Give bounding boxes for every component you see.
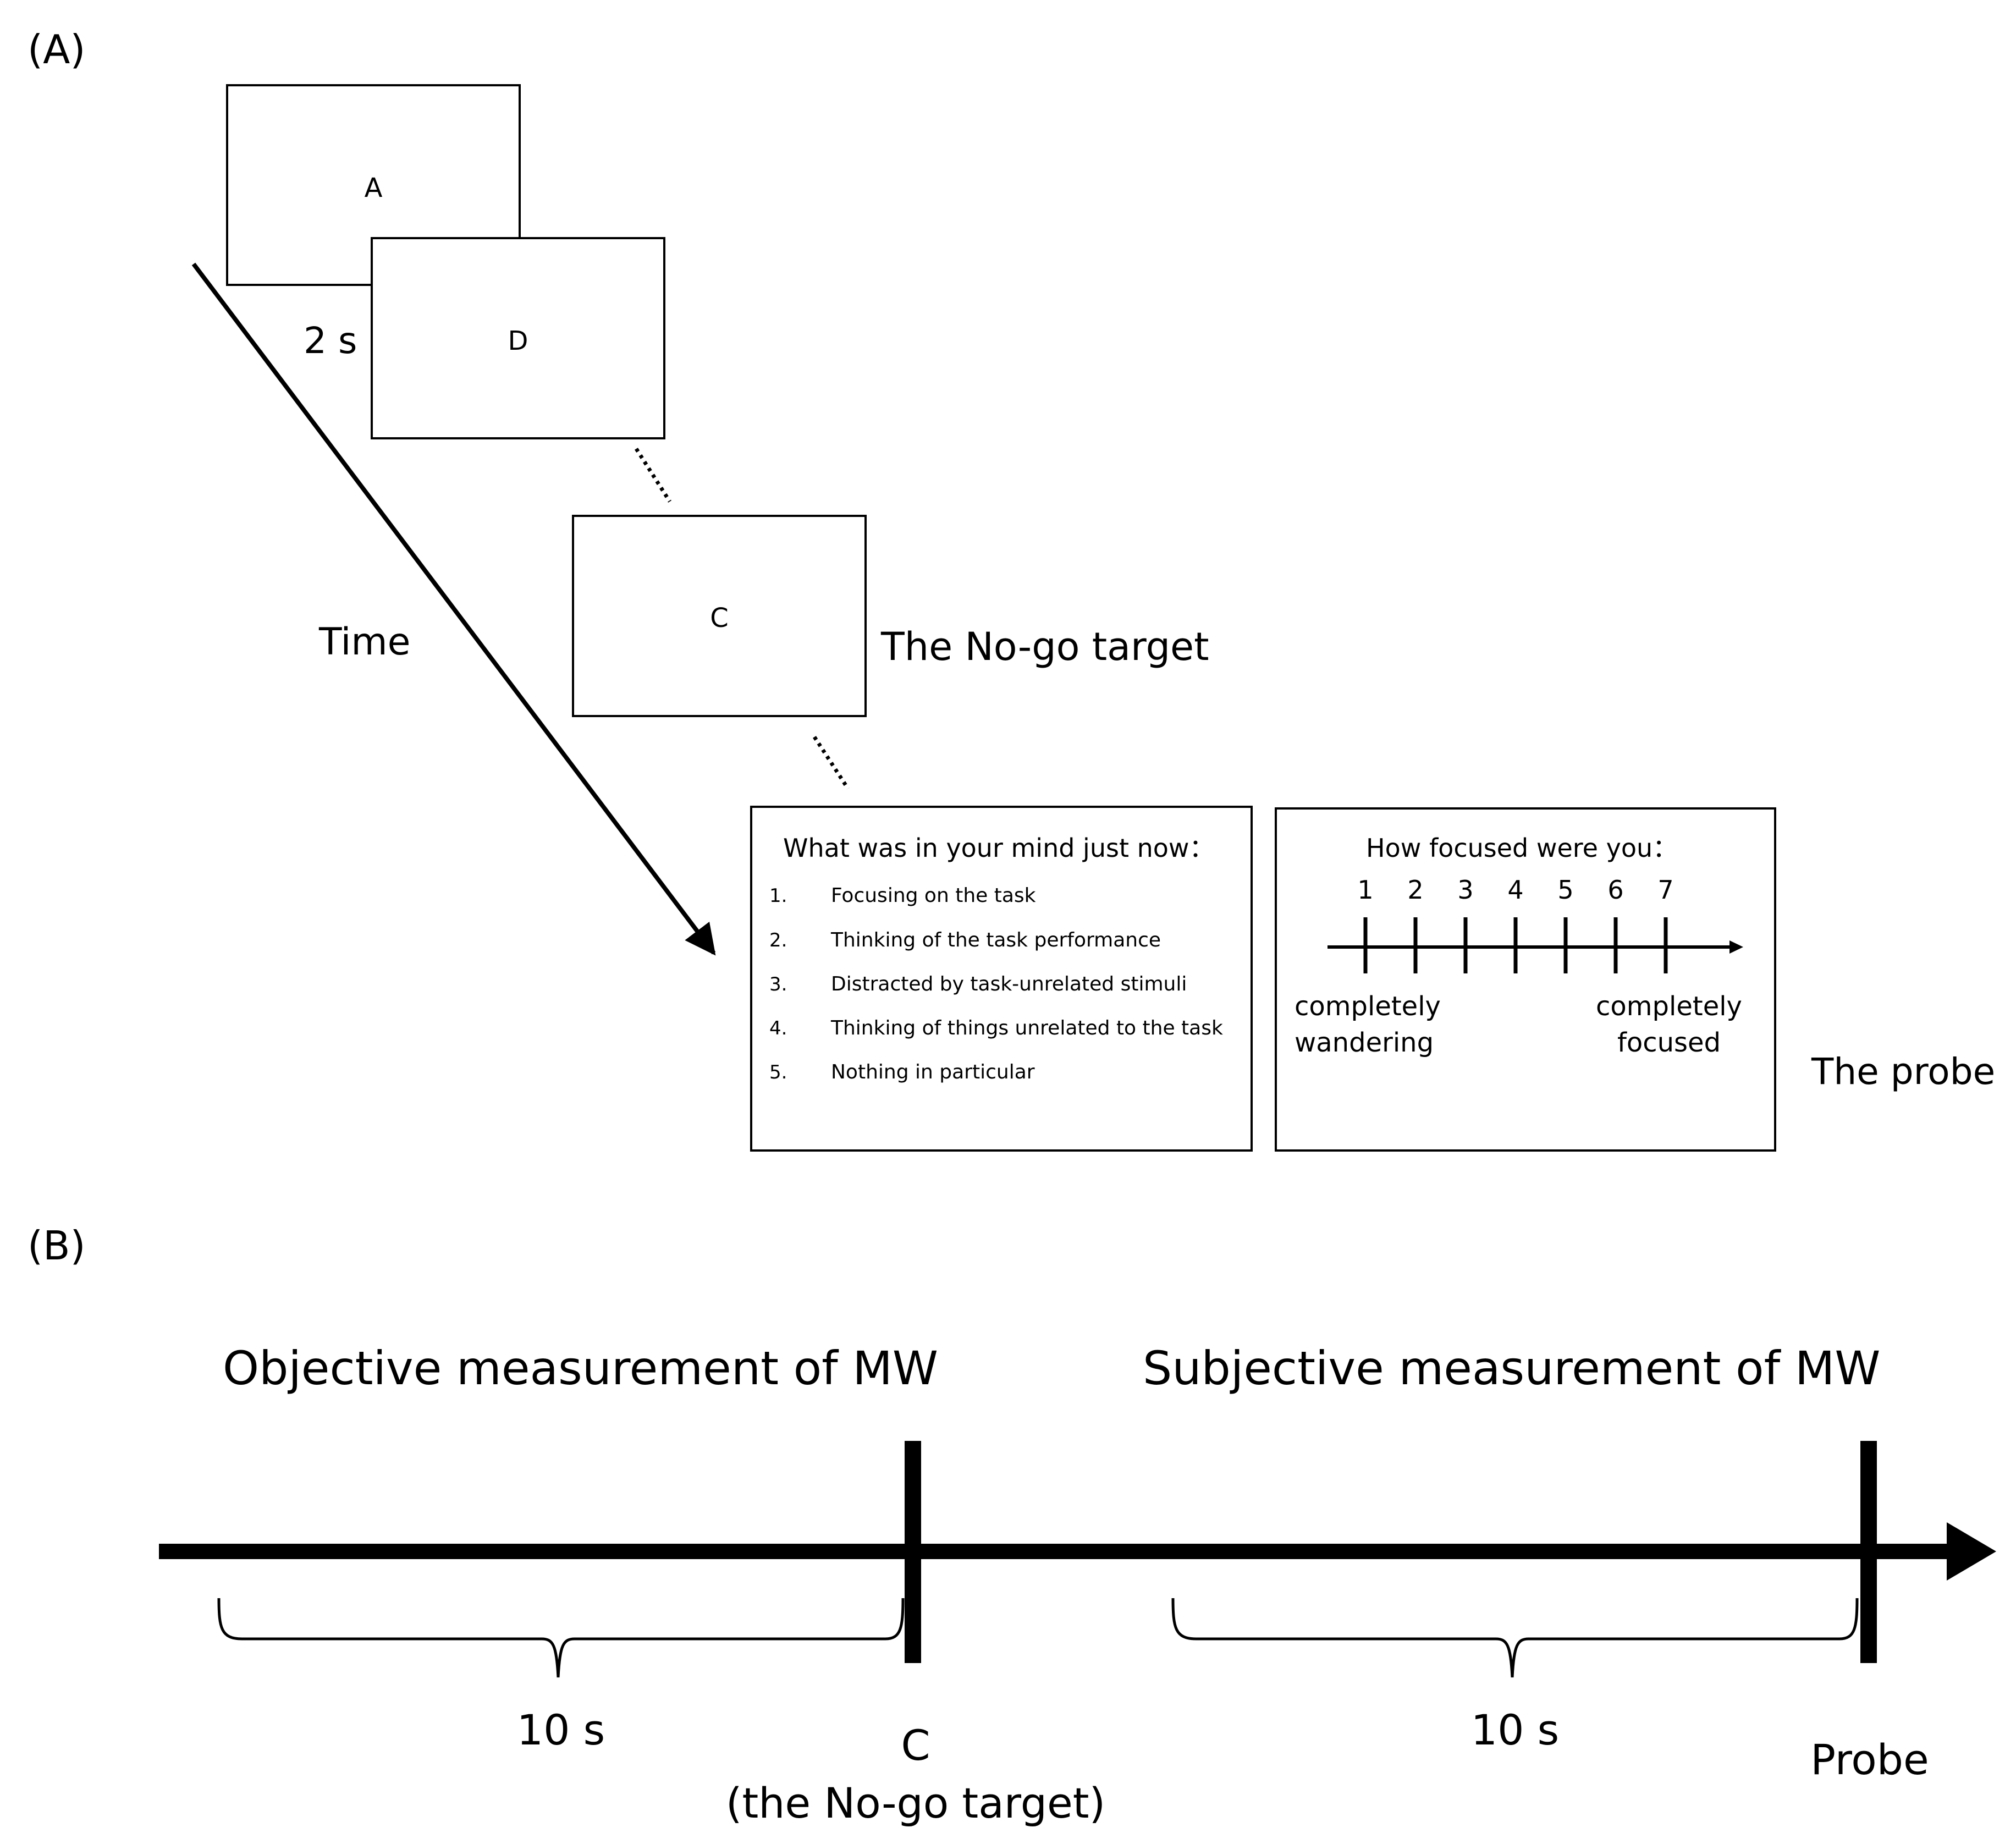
panel-a-label: (A) [27,26,85,73]
scale-number: 4 [1507,875,1523,905]
timeline-arrowhead [1947,1522,1996,1581]
interval-left-label: 10 s [517,1705,605,1754]
ellipsis-dots-lower [813,736,850,790]
scale-high-anchor-line2: focused [1617,1027,1721,1058]
probe-option-text: Focusing on the task [831,884,1036,907]
probe-marker-bar [1860,1441,1877,1663]
nogo-target-caption: The No-go target [880,624,1209,669]
nogo-marker-bar [905,1441,921,1663]
nogo-marker-sublabel: (the No-go target) [726,1779,1105,1828]
interval-right-label: 10 s [1471,1705,1559,1754]
stimulus-box-d [371,237,665,439]
scale-arrowhead [1729,940,1743,954]
panel-b-label: (B) [27,1223,86,1269]
stimulus-letter-a: A [365,173,383,203]
probe-option-number: 3. [769,973,787,995]
probe-option-text: Distracted by task-unrelated stimuli [831,973,1187,995]
probe-option-number: 5. [769,1061,787,1083]
probe-marker-label: Probe [1810,1735,1929,1784]
scale-low-anchor-line2: wandering [1295,1027,1434,1058]
time-arrow [191,262,716,956]
scale-number: 2 [1407,875,1423,905]
probe-option-number: 4. [769,1017,787,1039]
ellipsis-dots-upper [635,448,671,503]
duration-label: 2 s [304,320,357,362]
stimulus-box-c [572,515,867,717]
probe-option-text: Thinking of things unrelated to the task [830,1017,1223,1039]
stimulus-letter-d: D [508,326,528,356]
scale-number: 3 [1457,875,1473,905]
scale-low-anchor-line1: completely [1295,991,1441,1022]
rating-scale: 1 2 3 4 5 6 7 [1328,875,1743,973]
nogo-marker-label: C [901,1721,930,1770]
probe-question-box-1 [750,806,1253,1152]
interval-brace-left [217,1598,905,1678]
scale-number: 1 [1357,875,1373,905]
probe-option-text: Thinking of the task performance [830,929,1161,951]
probe-caption: The probe [1811,1050,1995,1093]
stimulus-letter-c: C [710,603,729,634]
scale-high-anchor-line1: completely [1596,991,1742,1022]
probe-question-box-2 [1275,807,1776,1152]
probe-option-number: 1. [769,885,787,907]
scale-number: 6 [1607,875,1623,905]
scale-number: 7 [1657,875,1673,905]
probe-question-1-title: What was in your mind just now： [783,833,1215,863]
probe-option-number: 2. [769,929,787,951]
probe-option-text: Nothing in particular [831,1061,1035,1083]
objective-measurement-label: Objective measurement of MW [223,1341,938,1395]
interval-brace-right [1171,1598,1859,1678]
probe-question-2-title: How focused were you： [1366,833,1678,863]
subjective-measurement-label: Subjective measurement of MW [1143,1341,1880,1395]
time-label: Time [318,620,410,664]
scale-number: 5 [1557,875,1573,905]
